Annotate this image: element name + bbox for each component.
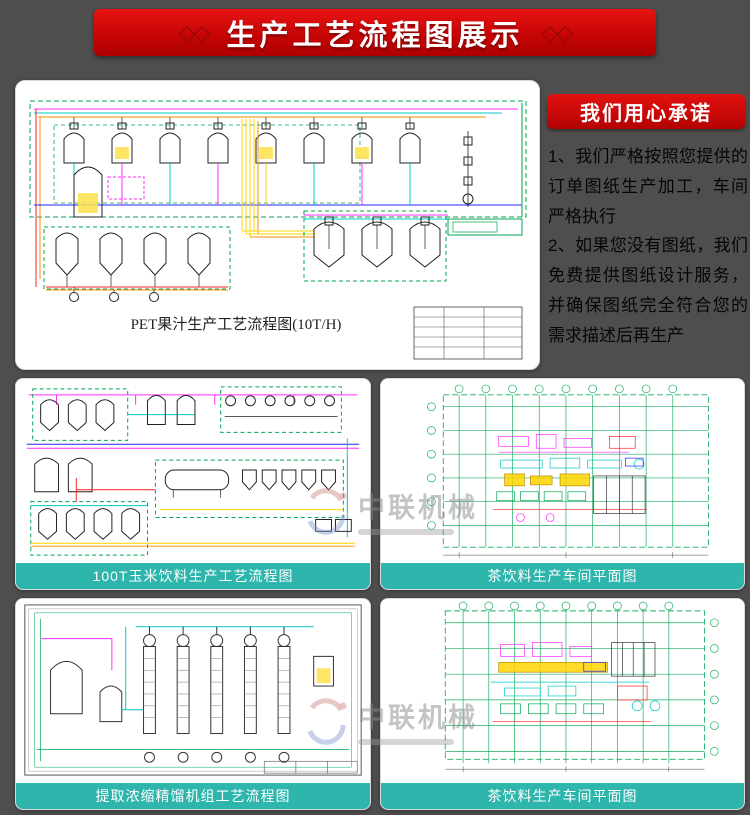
tea-workshop-plan-diagram-1 [427,384,709,559]
gallery-card-tea-plan-2: 茶饮料生产车间平面图 [380,598,745,810]
main-diagram-caption: PET果汁生产工艺流程图(10T/H) [130,317,342,333]
promise-text-block: 1、我们严格按照您提供的订单图纸生产加工，车间严格执行 2、如果您没有图纸，我们… [548,142,748,350]
card-caption: 100T玉米饮料生产工艺流程图 [16,563,370,589]
card-caption: 提取浓缩精馏机组工艺流程图 [16,783,370,809]
diagram-image [381,379,744,563]
promise-item-2: 2、如果您没有图纸，我们免费提供图纸设计服务，并确保图纸完全符合您的需求描述后再… [548,236,748,345]
banner-title: 生产工艺流程图展示 [226,19,524,52]
gallery-card-corn-flow: 100T玉米饮料生产工艺流程图 [15,378,371,590]
banner-right-diamond-icon: ◇◇ [541,19,574,45]
promise-badge: 我们用心承诺 [547,94,745,129]
header-banner: ◇◇ 生产工艺流程图展示 ◇◇ [94,9,656,56]
gallery-card-distillation-flow: 提取浓缩精馏机组工艺流程图 [15,598,371,810]
banner-left-diamond-icon: ◇◇ [178,19,211,45]
tea-workshop-plan-diagram-2 [444,601,719,773]
pet-juice-flow-diagram [29,100,527,360]
corn-beverage-flow-diagram [26,386,360,556]
distillation-unit-flow-diagram [24,604,362,776]
diagram-image [381,599,744,783]
main-flow-card: PET果汁生产工艺流程图(10T/H) [15,80,540,370]
card-caption: 茶饮料生产车间平面图 [381,563,744,589]
diagram-image [16,379,370,563]
promise-item-1: 1、我们严格按照您提供的订单图纸生产加工，车间严格执行 [548,147,748,226]
card-caption: 茶饮料生产车间平面图 [381,783,744,809]
gallery-card-tea-plan-1: 茶饮料生产车间平面图 [380,378,745,590]
diagram-image [16,599,370,783]
